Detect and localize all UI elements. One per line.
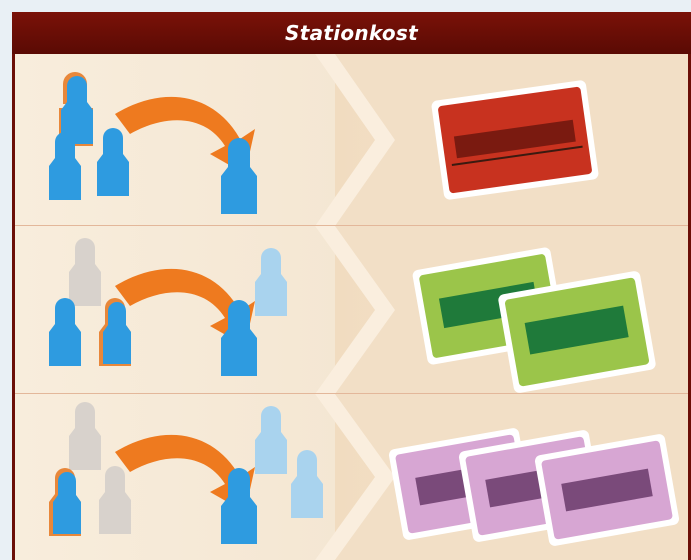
station-piece-icon [49,132,81,200]
station-piece-icon [221,468,257,544]
station-piece-icon [97,128,129,196]
station-piece-icon [255,248,287,316]
arrow-icon [115,268,255,346]
train-card-icon [498,271,656,393]
station-piece-icon [99,466,131,534]
arrow-icon [115,434,255,512]
cost-row-3 [15,394,688,560]
station-piece-icon [69,238,101,306]
station-piece-icon [59,72,93,146]
arrow-icon [115,96,255,174]
station-piece-icon [49,298,81,366]
page-title: Stationkost [12,12,691,54]
station-piece-icon [221,138,257,214]
station-piece-icon [291,450,323,518]
train-card-icon [431,80,599,200]
train-card-icon [534,434,680,546]
station-piece-icon [49,468,81,536]
cost-row-1 [15,54,688,226]
station-piece-icon [255,406,287,474]
station-piece-icon [99,298,131,366]
station-cost-panel: Stationkost [12,12,691,560]
cost-row-2 [15,226,688,394]
station-piece-icon [221,300,257,376]
station-piece-icon [69,402,101,470]
